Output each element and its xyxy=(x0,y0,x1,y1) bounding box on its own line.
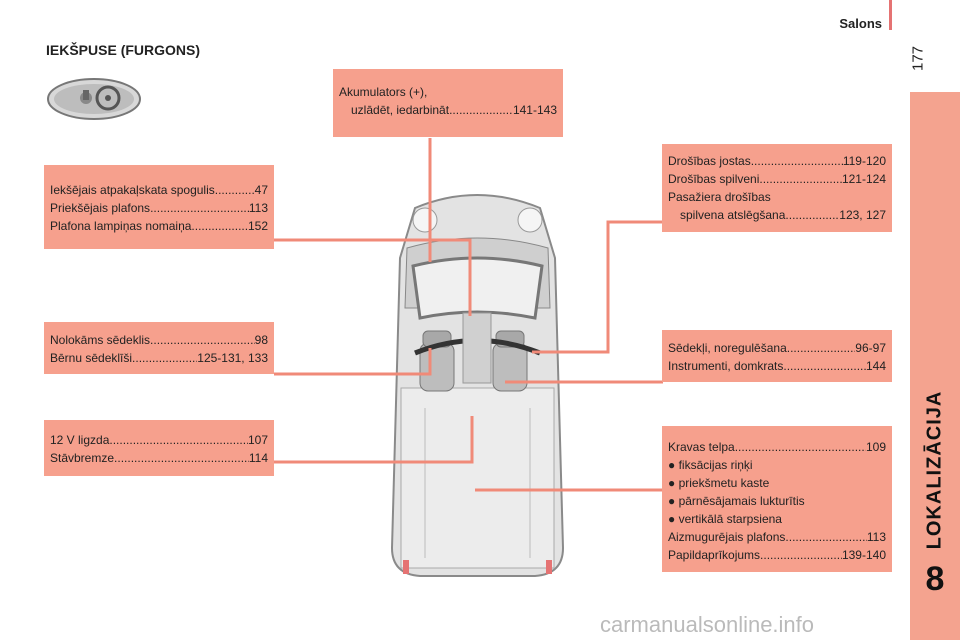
chapter-number: 8 xyxy=(925,560,945,598)
header-rule xyxy=(889,0,892,30)
toc-row: Sēdekļi, noregulēšana 96-97 xyxy=(668,339,886,357)
side-tab-band xyxy=(910,92,960,640)
socket-brake-info-box: 12 V ligzda107 Stāvbremze 114 xyxy=(44,420,274,476)
watermark: carmanualsonline.info xyxy=(600,612,815,637)
mirror-info-box: Iekšējais atpakaļskata spogulis 47 Priek… xyxy=(44,165,274,249)
toc-row: Plafona lampiņas nomaiņa 152 xyxy=(50,217,268,235)
toc-row: Iekšējais atpakaļskata spogulis 47 xyxy=(50,181,268,199)
toc-row: Kravas telpa109 xyxy=(668,438,886,456)
list-item: ● pārnēsājamais lukturītis xyxy=(668,494,805,508)
page-heading: IEKŠPUSE (FURGONS) xyxy=(46,42,201,58)
van-top-view-illustration xyxy=(390,194,565,577)
section-label: Salons xyxy=(839,16,882,31)
rearview-mirror-icon xyxy=(47,78,141,120)
toc-row: Nolokāms sēdeklis98 xyxy=(50,331,268,349)
toc-row: spilvena atslēgšana 123, 127 xyxy=(668,206,886,224)
list-item: ● fiksācijas riņķi xyxy=(668,458,753,472)
battery-line-1: Akumulators (+), xyxy=(339,85,428,99)
list-item: ● priekšmetu kaste xyxy=(668,476,770,490)
toc-row: 12 V ligzda107 xyxy=(50,431,268,449)
toc-row: Papildaprīkojums 139-140 xyxy=(668,546,886,564)
toc-row: Aizmugurējais plafons 113 xyxy=(668,528,886,546)
toc-line: Pasažiera drošības xyxy=(668,190,771,204)
battery-info-box: Akumulators (+), uzlādēt, iedarbināt 141… xyxy=(333,69,563,137)
cargo-info-box: Kravas telpa109 ● fiksācijas riņķi ● pri… xyxy=(662,426,892,572)
seats-adjust-info-box: Sēdekļi, noregulēšana 96-97 Instrumenti,… xyxy=(662,330,892,382)
folding-seat-info-box: Nolokāms sēdeklis98 Bērnu sēdeklīši 125-… xyxy=(44,322,274,374)
toc-row: Instrumenti, domkrats 144 xyxy=(668,357,886,375)
seatbelts-info-box: Drošības jostas119-120 Drošības spilveni… xyxy=(662,144,892,232)
toc-row: Stāvbremze 114 xyxy=(50,449,268,467)
toc-row: Priekšējais plafons113 xyxy=(50,199,268,217)
toc-row: Drošības spilveni 121-124 xyxy=(668,170,886,188)
battery-line-2: uzlādēt, iedarbināt 141-143 xyxy=(339,101,557,119)
toc-row: Bērnu sēdeklīši 125-131, 133 xyxy=(50,349,268,367)
toc-row: Drošības jostas119-120 xyxy=(668,152,886,170)
list-item: ● vertikālā starpsiena xyxy=(668,512,782,526)
